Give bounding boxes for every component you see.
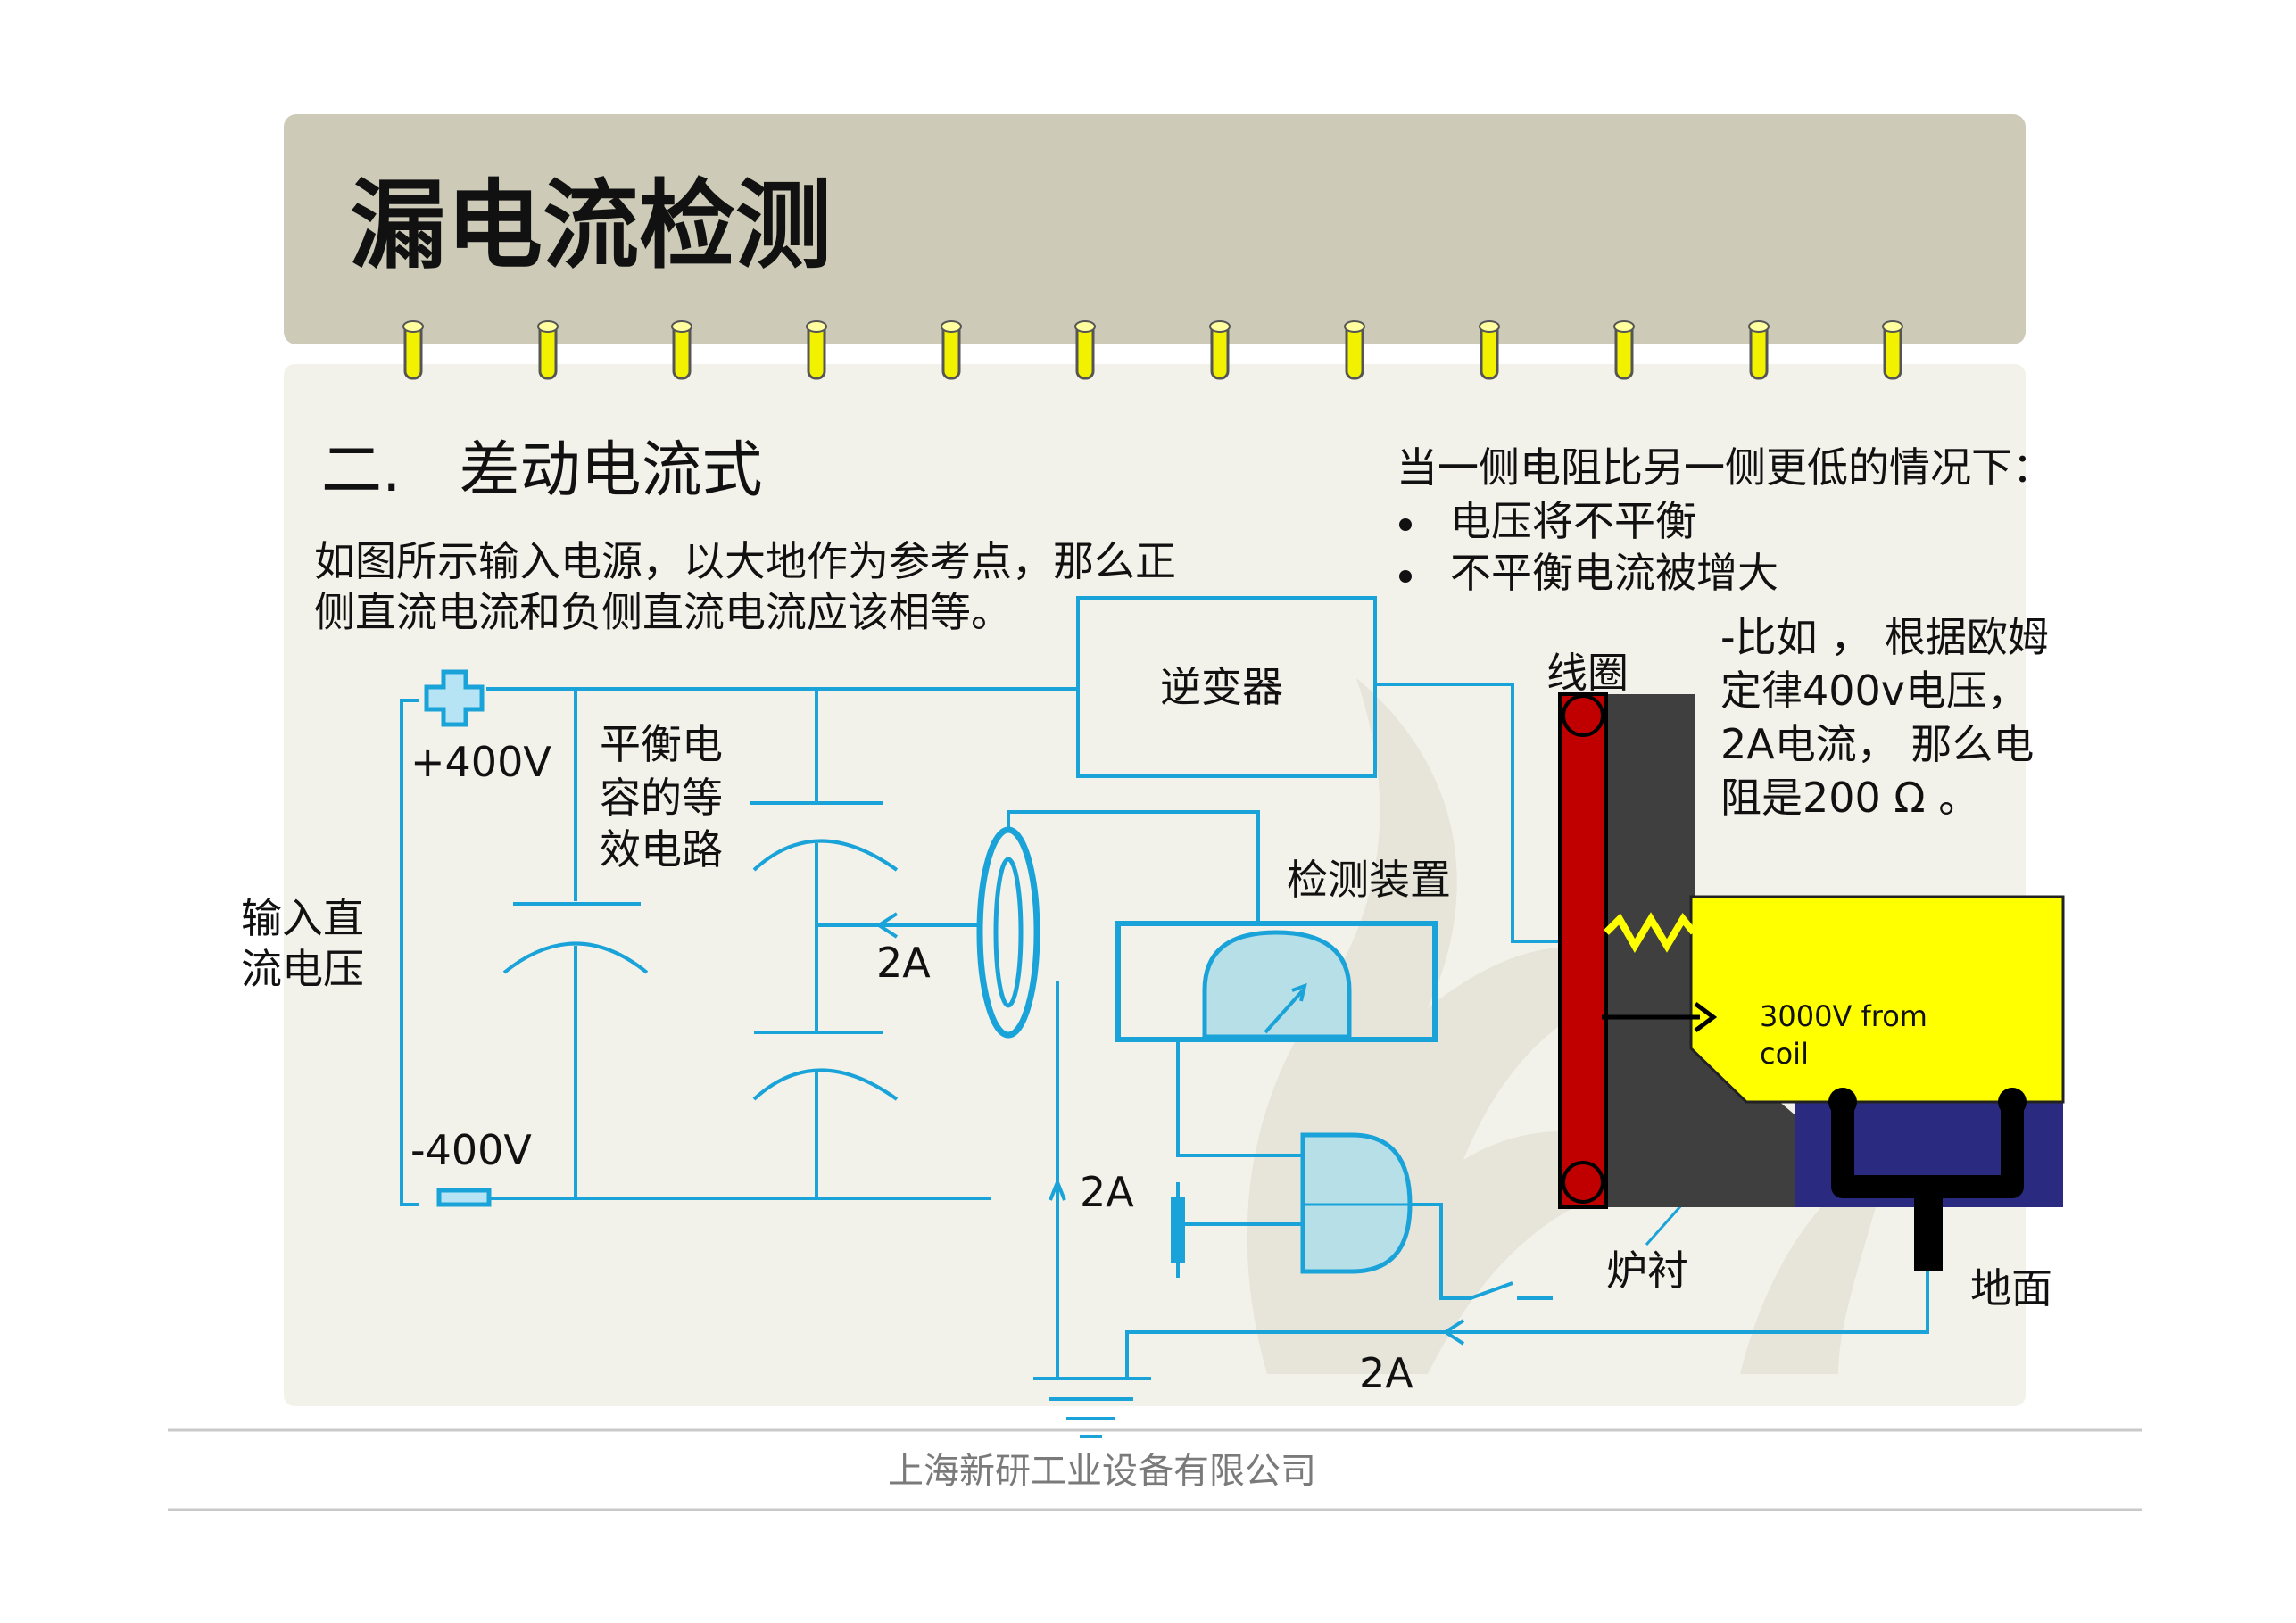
current-label-a: 2A [876, 939, 931, 987]
detector-box [1115, 921, 1438, 1042]
input-voltage-label-1: 输入直 [241, 894, 364, 942]
footer-company: 上海新研工业设备有限公司 [888, 1451, 1316, 1492]
intro-line-1: 如图所示输入电源，以大地作为参考点，那么正 [314, 537, 1176, 585]
example-line-1: -比如 ， 根据欧姆 [1720, 613, 2049, 661]
minus-terminal-icon [436, 1188, 492, 1207]
example-line-4: 阻是200 Ω 。 [1720, 774, 1979, 822]
cap-label-2: 容的等 [600, 774, 723, 822]
molten-metal [1689, 895, 2065, 1104]
voltage-note-1: 3000V from [1760, 999, 1927, 1033]
circuit-diagram [400, 596, 1929, 1438]
content-panel [284, 364, 2026, 1406]
right-bullet-2: 不平衡电流被增大 [1450, 549, 1778, 597]
leakage-zigzag-icon [1604, 912, 1697, 953]
input-bracket [400, 699, 419, 1206]
current-label-c: 2A [1359, 1349, 1413, 1397]
right-bullet-1: 电压将不平衡 [1450, 497, 1696, 545]
inverter-label: 逆变器 [1160, 663, 1283, 711]
input-voltage-label-2: 流电压 [241, 945, 364, 993]
slide-title: 漏电流检测 [350, 170, 832, 282]
furnace-section [1558, 692, 2065, 1271]
bullet-dot [1399, 518, 1412, 531]
example-line-3: 2A电流， 那么电 [1720, 720, 2034, 768]
bullet-dot [1399, 570, 1412, 583]
plus-voltage-label: +400V [410, 738, 551, 786]
header-band [284, 114, 2026, 344]
voltage-note-2: coil [1760, 1037, 1809, 1071]
induction-coil [1558, 692, 1608, 1209]
cap-label-1: 平衡电 [600, 720, 723, 768]
right-heading: 当一侧电阻比另一侧更低的情况下： [1397, 443, 2053, 492]
minus-voltage-label: -400V [410, 1126, 532, 1174]
example-line-2: 定律400v电压， [1720, 667, 2028, 715]
ground-label: 地面 [1970, 1264, 2052, 1312]
inverter-box [1076, 596, 1377, 778]
current-label-b: 2A [1080, 1168, 1134, 1216]
detector-label: 检测装置 [1287, 856, 1451, 904]
intro-line-2: 侧直流电流和负侧直流电流应该相等。 [314, 588, 1012, 636]
plus-terminal-icon [424, 669, 485, 727]
section-subtitle: 二. 差动电流式 [321, 435, 762, 506]
cap-label-3: 效电路 [600, 825, 723, 874]
meter-icon [1202, 930, 1352, 1039]
binder-rings [402, 320, 1903, 380]
lining-label: 炉衬 [1606, 1246, 1688, 1295]
coil-label: 线圈 [1546, 649, 1629, 697]
